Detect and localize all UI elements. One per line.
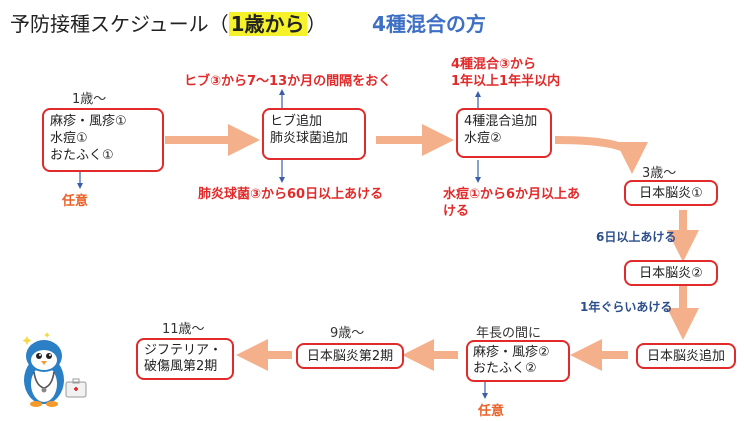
dpt-note-line-2: 1年以上1年半以内 [451, 74, 561, 89]
box-je-1: 日本脳炎① [624, 180, 718, 206]
title-prefix: 予防接種スケジュール（ [10, 12, 229, 36]
box1-line-1: 麻疹・風疹① [50, 114, 127, 129]
dpt-note-line-1: 4種混合③から [451, 57, 537, 72]
gap-1year-note: 1年ぐらいあける [580, 300, 673, 314]
box3-line-1: 4種混合追加 [464, 114, 538, 129]
varicella-note-line-2: ける [443, 204, 470, 219]
box1-line-3: おたふく① [50, 148, 114, 163]
age-label-9: 9歳〜 [330, 326, 365, 341]
box-measles-mumps-2: 麻疹・風疹② おたふく② [466, 340, 570, 382]
optional-note-2: 任意 [478, 404, 505, 419]
box2-line-2: 肺炎球菌追加 [270, 131, 349, 146]
age-label-3: 3歳〜 [642, 166, 677, 181]
box-hib-pneumococcal-booster: ヒブ追加 肺炎球菌追加 [262, 108, 366, 160]
pneumococcal-interval-note: 肺炎球菌③から60日以上あける [198, 187, 384, 202]
box-je-second-term: 日本脳炎第2期 [296, 343, 404, 369]
hib-interval-note: ヒブ③から7〜13か月の間隔をおく [184, 74, 392, 89]
box3-line-2: 水痘② [464, 131, 502, 146]
title-highlight: 1歳から [228, 12, 307, 36]
optional-note-1: 任意 [62, 194, 89, 209]
penguin-doctor-mascot-icon [22, 332, 87, 407]
varicella-interval-note: 水痘①から6か月以上あ ける [443, 186, 580, 220]
box1-line-2: 水痘① [50, 131, 88, 146]
age-label-kindergarten: 年長の間に [476, 326, 542, 341]
box-dt-second-term: ジフテリア・ 破傷風第2期 [136, 338, 234, 380]
page-subtitle: 4種混合の方 [372, 12, 486, 36]
box9-line-1: ジフテリア・ [144, 343, 223, 358]
box2-line-1: ヒブ追加 [270, 114, 323, 129]
box-je-2: 日本脳炎② [624, 260, 718, 286]
box-je-booster: 日本脳炎追加 [636, 343, 736, 369]
dpt-ipv-interval-note: 4種混合③から 1年以上1年半以内 [451, 56, 560, 90]
title-suffix: ） [306, 12, 327, 36]
flow-arrow-3 [554, 136, 648, 174]
box9-line-2: 破傷風第2期 [144, 359, 218, 374]
page-title: 予防接種スケジュール（1歳から） [10, 8, 327, 37]
box-dpt-ipv-varicella-2: 4種混合追加 水痘② [456, 108, 552, 158]
gap-6days-note: 6日以上あける [596, 230, 677, 244]
box7-line-2: おたふく② [473, 361, 537, 376]
box-measles-varicella-mumps-1: 麻疹・風疹① 水痘① おたふく① [42, 108, 164, 172]
box7-line-1: 麻疹・風疹② [473, 345, 550, 360]
age-label-11: 11歳〜 [162, 322, 205, 337]
age-label-1: 1歳〜 [72, 92, 107, 107]
varicella-note-line-1: 水痘①から6か月以上あ [443, 187, 581, 202]
